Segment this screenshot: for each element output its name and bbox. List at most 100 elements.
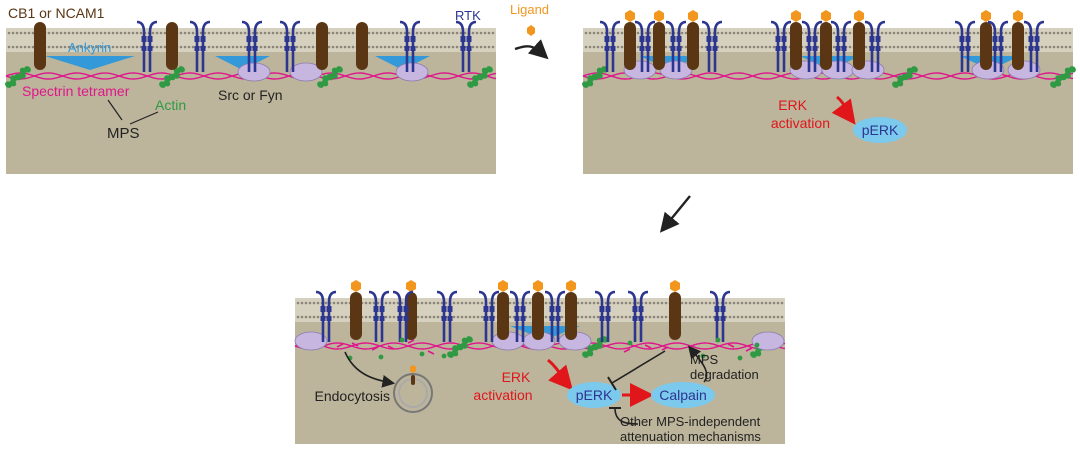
- lipid-head: [612, 315, 616, 319]
- lipid-head: [620, 45, 624, 49]
- lipid-head: [340, 301, 344, 305]
- lipid-head: [608, 31, 612, 35]
- lipid-head: [416, 301, 420, 305]
- lipid-head: [163, 45, 167, 49]
- spectrin-fragment: [427, 350, 435, 355]
- lipid-head: [219, 45, 223, 49]
- lipid-head: [51, 45, 55, 49]
- lipid-head: [300, 315, 304, 319]
- lipid-head: [768, 315, 772, 319]
- lipid-head: [312, 315, 316, 319]
- rtk-domain: [599, 316, 605, 321]
- rtk-domain: [712, 46, 718, 51]
- lipid-head: [83, 31, 87, 35]
- src-fyn-kinase-icon: [289, 62, 323, 82]
- rtk-receptor-icon: [436, 290, 458, 342]
- calpain-bubble: [651, 382, 715, 408]
- ligand-label: Ligand: [510, 2, 549, 17]
- lipid-head: [491, 31, 495, 35]
- lipid-head: [415, 45, 419, 49]
- lipid-head: [664, 31, 668, 35]
- lipid-head: [7, 31, 11, 35]
- lipid-head: [648, 315, 652, 319]
- rtk-receptor-icon: [368, 290, 390, 342]
- lipid-head: [628, 301, 632, 305]
- lipid-head: [427, 45, 431, 49]
- lipid-head: [1052, 31, 1056, 35]
- lipid-head: [151, 31, 155, 35]
- lipid-head: [460, 301, 464, 305]
- actin-subunit: [466, 336, 473, 343]
- lipid-head: [704, 31, 708, 35]
- lipid-head: [932, 31, 936, 35]
- lipid-head: [399, 31, 403, 35]
- lipid-head: [59, 31, 63, 35]
- lipid-head: [368, 315, 372, 319]
- lipid-head: [436, 315, 440, 319]
- lipid-head: [756, 31, 760, 35]
- lipid-head: [371, 31, 375, 35]
- rtk-domain: [326, 316, 332, 321]
- lipid-head: [472, 301, 476, 305]
- lipid-head: [207, 31, 211, 35]
- lipid-head: [768, 45, 772, 49]
- lipid-head: [1048, 45, 1052, 49]
- rtk-chain: [709, 290, 719, 342]
- lipid-head: [491, 45, 495, 49]
- rtk-domain: [1034, 36, 1040, 42]
- lipid-head: [304, 315, 308, 319]
- lipid-head: [191, 45, 195, 49]
- mps-line-spectrin: [107, 99, 123, 121]
- lipid-head: [107, 45, 111, 49]
- lipid-head: [728, 45, 732, 49]
- lipid-head: [592, 31, 596, 35]
- lipid-head: [1056, 31, 1060, 35]
- lipid-head: [660, 301, 664, 305]
- lipid-head: [91, 31, 95, 35]
- rtk-domain: [645, 36, 651, 42]
- attenuation-line: [614, 407, 639, 425]
- lipid-head: [524, 301, 528, 305]
- lipid-head: [384, 315, 388, 319]
- lipid-head: [487, 45, 491, 49]
- lipid-head: [75, 31, 79, 35]
- lipid-head: [79, 31, 83, 35]
- lipid-head: [956, 31, 960, 35]
- lipid-head: [347, 31, 351, 35]
- rtk-chain: [327, 290, 337, 342]
- lipid-head: [23, 31, 27, 35]
- lipid-head: [596, 301, 600, 305]
- lipid-head: [407, 31, 411, 35]
- lipid-head: [832, 31, 836, 35]
- lipid-head: [764, 315, 768, 319]
- lipid-head: [387, 45, 391, 49]
- rtk-domain: [284, 36, 290, 42]
- lipid-head: [884, 31, 888, 35]
- lipid-head: [916, 31, 920, 35]
- ligand-icon: [791, 10, 801, 22]
- rtk-receptor-icon: [478, 290, 500, 342]
- lipid-head: [816, 31, 820, 35]
- lipid-head: [780, 31, 784, 35]
- lipid-head: [87, 45, 91, 49]
- src-fyn-kinase-icon: [751, 331, 785, 351]
- actin-fragment: [715, 337, 721, 343]
- lipid-head: [71, 31, 75, 35]
- lipid-head: [163, 31, 167, 35]
- lipid-head: [452, 301, 456, 305]
- lipid-head: [772, 31, 776, 35]
- rtk-receptor-icon: [701, 20, 723, 72]
- rtk-receptor-icon: [594, 290, 616, 342]
- cb1-receptor-icon: [316, 22, 328, 70]
- rtk-domain: [252, 36, 258, 42]
- lipid-head: [736, 315, 740, 319]
- lipid-head: [219, 31, 223, 35]
- lipid-head: [364, 315, 368, 319]
- rtk-chain: [713, 20, 723, 72]
- lipid-head: [760, 31, 764, 35]
- rtk-chain: [455, 20, 465, 72]
- rtk-chain: [639, 290, 649, 342]
- lipid-head: [636, 301, 640, 305]
- rtk-domain: [965, 36, 971, 42]
- rtk-domain: [875, 46, 881, 51]
